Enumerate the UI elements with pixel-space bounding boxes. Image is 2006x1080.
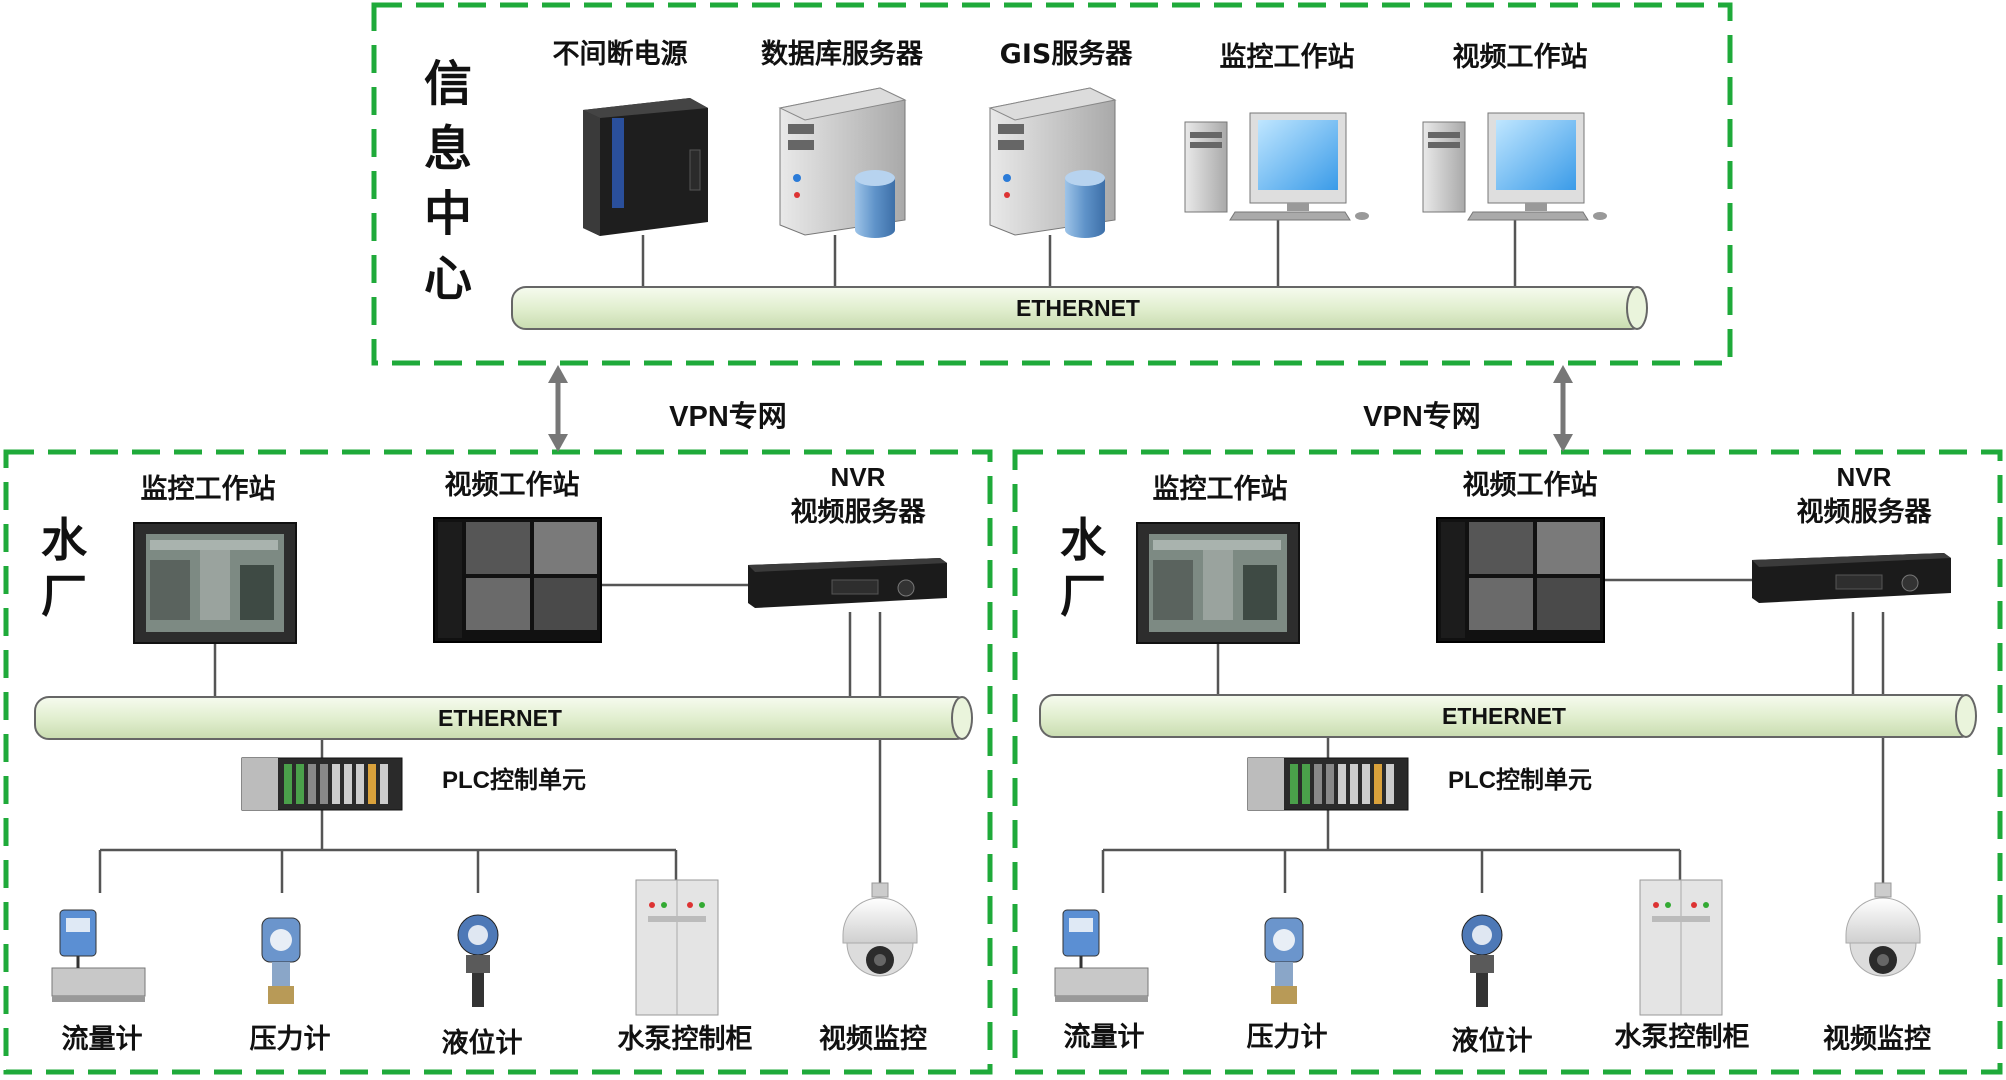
plant-right-nvr-line2: 视频服务器 — [1797, 497, 1933, 528]
vpn-arrow-left — [548, 365, 568, 452]
svg-text:水: 水 — [41, 513, 88, 567]
info-center-bus-label: ETHERNET — [1016, 295, 1140, 321]
plant-left-nvr-line2: 视频服务器 — [791, 497, 927, 528]
gis-server-label: GIS服务器 — [1000, 39, 1134, 70]
plant-left-pump-label: 水泵控制柜 — [618, 1024, 753, 1055]
gis-server-icon — [988, 87, 1117, 238]
plant-left-pressure-gauge-icon — [261, 917, 301, 1004]
svg-text:心: 心 — [424, 251, 472, 307]
info-center-border — [371, 2, 1733, 366]
plant-right-bus-label: ETHERNET — [1442, 703, 1566, 729]
plant-left-plc-icon — [241, 757, 403, 811]
plant-left-title: 水 厂 — [41, 513, 88, 623]
plant-right-ethernet-bus: ETHERNET — [1039, 694, 1977, 738]
plant-left-nvr-line1: NVR — [831, 462, 886, 492]
svg-text:息: 息 — [424, 121, 472, 177]
plant-right-pump-label: 水泵控制柜 — [1615, 1022, 1750, 1053]
svg-text:中: 中 — [424, 186, 472, 242]
plant-right-nvr-line1: NVR — [1837, 462, 1892, 492]
info-center-connectors — [641, 218, 1517, 287]
plant-right-level-label: 液位计 — [1452, 1025, 1533, 1057]
plant-left-camera-label: 视频监控 — [819, 1024, 927, 1055]
plant-right-pressure-gauge-icon — [1264, 917, 1304, 1004]
plant-right-nvr-icon — [1752, 553, 1951, 603]
plant-right: 水 厂 监控工作站 视频工作站 NVR 视频服务器 — [1039, 462, 1977, 1057]
vpn-label-left: VPN专网 — [669, 400, 787, 433]
plant-left-border — [3, 449, 993, 1075]
ups-label: 不间断电源 — [553, 39, 688, 70]
plant-left-nvr-icon — [748, 558, 947, 608]
plant-right-video-label: 视频工作站 — [1463, 470, 1598, 501]
plant-left-connectors — [98, 583, 882, 893]
plant-right-monitor-panel-icon — [1136, 522, 1300, 644]
plant-right-connectors — [1101, 578, 1885, 893]
plant-left-flow-label: 流量计 — [62, 1024, 143, 1055]
plant-left: 水 厂 监控工作站 视频工作站 NVR 视频服务器 — [34, 462, 973, 1059]
svg-text:信: 信 — [424, 56, 472, 112]
video-workstation-icon — [1422, 112, 1607, 221]
plant-left-dome-camera-icon — [842, 882, 918, 977]
plant-left-bus-label: ETHERNET — [438, 705, 562, 731]
svg-text:厂: 厂 — [41, 569, 87, 623]
plant-right-flow-label: 流量计 — [1064, 1022, 1145, 1053]
plant-right-pressure-label: 压力计 — [1247, 1022, 1328, 1053]
plant-left-monitor-panel-icon — [133, 522, 297, 644]
monitor-workstation-icon — [1184, 112, 1369, 221]
plant-left-plc-label: PLC控制单元 — [442, 766, 586, 794]
plant-left-video-label: 视频工作站 — [445, 470, 580, 501]
plant-right-camera-label: 视频监控 — [1823, 1024, 1931, 1055]
plant-left-pump-cabinet-icon — [635, 879, 719, 1016]
vpn-label-right: VPN专网 — [1363, 400, 1481, 433]
plant-left-video-screen-icon — [433, 517, 602, 643]
ups-icon — [583, 98, 708, 236]
plant-left-pressure-label: 压力计 — [250, 1024, 331, 1055]
plant-left-flow-meter-icon — [51, 909, 146, 1002]
plant-left-ethernet-bus: ETHERNET — [34, 696, 973, 740]
plant-right-plc-icon — [1247, 757, 1409, 811]
plant-right-flow-meter-icon — [1054, 909, 1149, 1002]
plant-left-monitor-label: 监控工作站 — [141, 474, 276, 505]
plant-left-level-meter-icon — [457, 914, 499, 1007]
plant-left-level-label: 液位计 — [442, 1027, 523, 1059]
svg-text:厂: 厂 — [1060, 569, 1106, 623]
plant-right-level-meter-icon — [1461, 914, 1503, 1007]
db-server-icon — [778, 87, 907, 238]
info-center-ethernet-bus: ETHERNET — [511, 286, 1648, 330]
plant-right-dome-camera-icon — [1845, 882, 1921, 977]
plant-right-video-screen-icon — [1436, 517, 1605, 643]
plant-right-pump-cabinet-icon — [1639, 879, 1723, 1016]
info-center-title: 信 息 中 心 — [424, 56, 472, 307]
plant-right-title: 水 厂 — [1060, 513, 1107, 623]
monitor-station-label: 监控工作站 — [1220, 42, 1355, 73]
plant-right-monitor-label: 监控工作站 — [1153, 474, 1288, 505]
plant-right-border — [1012, 449, 2003, 1075]
svg-text:水: 水 — [1060, 513, 1107, 567]
plant-right-plc-label: PLC控制单元 — [1448, 766, 1592, 794]
db-server-label: 数据库服务器 — [761, 39, 924, 70]
video-station-label: 视频工作站 — [1453, 42, 1588, 73]
vpn-arrow-right — [1553, 365, 1573, 452]
